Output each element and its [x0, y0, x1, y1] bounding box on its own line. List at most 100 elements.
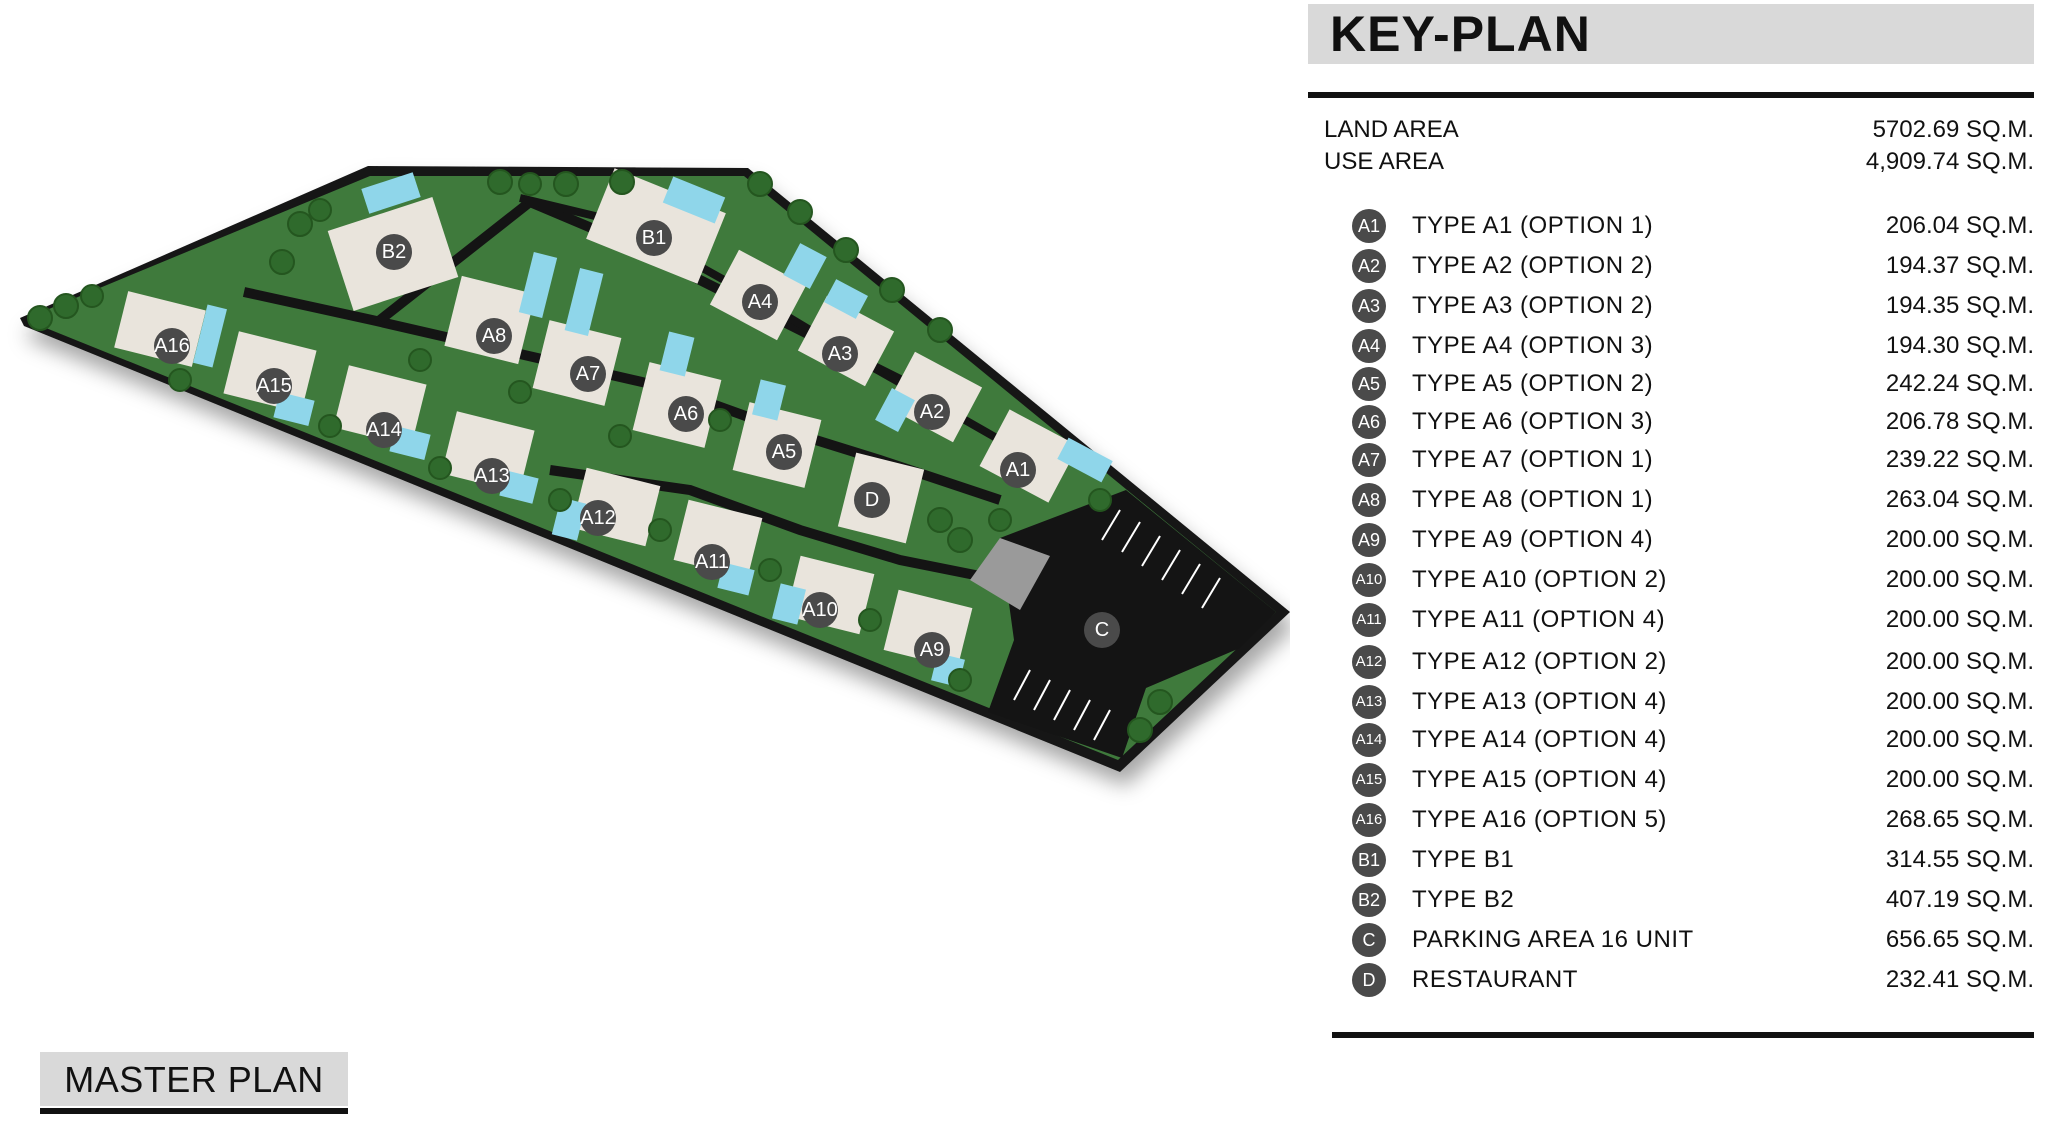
unit-area: 200.00 SQ.M.: [1885, 726, 2034, 753]
map-marker-label: A14: [366, 419, 402, 441]
unit-row-a9: A9 TYPE A9 (OPTION 4) 200.00 SQ.M.: [1352, 520, 2034, 560]
map-marker-label: A7: [576, 363, 600, 385]
map-marker-a11[interactable]: A11: [694, 544, 730, 580]
unit-name: TYPE A4 (OPTION 3): [1412, 332, 1654, 359]
unit-badge: A16: [1352, 803, 1386, 837]
land-area-row: LAND AREA 5702.69 SQ.M.: [1324, 114, 2034, 146]
unit-row-a4: A4 TYPE A4 (OPTION 3) 194.30 SQ.M.: [1352, 326, 2034, 366]
unit-area: 314.55 SQ.M.: [1885, 846, 2034, 873]
map-marker-b1[interactable]: B1: [636, 220, 672, 256]
parking-ramp: [970, 538, 1050, 610]
unit-badge: A7: [1352, 443, 1386, 477]
map-marker-d[interactable]: D: [854, 482, 890, 518]
unit-row-a15: A15 TYPE A15 (OPTION 4) 200.00 SQ.M.: [1352, 760, 2034, 800]
land-area-value: 5702.69 SQ.M.: [1872, 116, 2034, 143]
map-marker-a2[interactable]: A2: [914, 394, 950, 430]
unit-area: 242.24 SQ.M.: [1885, 370, 2034, 397]
unit-badge: C: [1352, 923, 1386, 957]
unit-badge: A6: [1352, 405, 1386, 439]
unit-name: TYPE A13 (OPTION 4): [1412, 688, 1667, 715]
unit-badge: A8: [1352, 483, 1386, 517]
unit-badge: A4: [1352, 329, 1386, 363]
unit-area: 239.22 SQ.M.: [1885, 446, 2034, 473]
map-marker-a13[interactable]: A13: [474, 458, 510, 494]
map-marker-label: A5: [772, 441, 796, 463]
unit-badge: A15: [1352, 763, 1386, 797]
unit-area: 200.00 SQ.M.: [1885, 526, 2034, 553]
map-marker-label: A10: [802, 599, 838, 621]
map-marker-a16[interactable]: A16: [154, 328, 190, 364]
unit-badge: A9: [1352, 523, 1386, 557]
unit-name: PARKING AREA 16 UNIT: [1412, 926, 1694, 953]
map-marker-label: A15: [256, 375, 292, 397]
unit-name: TYPE B2: [1412, 886, 1515, 913]
map-marker-a5[interactable]: A5: [766, 434, 802, 470]
map-marker-a15[interactable]: A15: [256, 368, 292, 404]
map-marker-label: A3: [828, 343, 852, 365]
use-area-label: USE AREA: [1324, 148, 1445, 175]
land-area-label: LAND AREA: [1324, 116, 1459, 143]
map-marker-a7[interactable]: A7: [570, 356, 606, 392]
map-marker-c[interactable]: C: [1084, 612, 1120, 648]
map-marker-a6[interactable]: A6: [668, 396, 704, 432]
map-marker-a3[interactable]: A3: [822, 336, 858, 372]
map-marker-a12[interactable]: A12: [580, 500, 616, 536]
key-plan-title: KEY-PLAN: [1308, 4, 2034, 64]
unit-area: 200.00 SQ.M.: [1885, 648, 2034, 675]
unit-badge: A1: [1352, 209, 1386, 243]
map-marker-label: A9: [920, 639, 944, 661]
map-marker-label: B2: [382, 241, 406, 263]
unit-name: TYPE A15 (OPTION 4): [1412, 766, 1667, 793]
unit-area: 268.65 SQ.M.: [1885, 806, 2034, 833]
map-marker-a14[interactable]: A14: [366, 412, 402, 448]
unit-area: 206.04 SQ.M.: [1885, 212, 2034, 239]
unit-badge: A10: [1352, 563, 1386, 597]
trees: [27, 169, 1173, 743]
unit-badge: A11: [1352, 603, 1386, 637]
unit-area: 407.19 SQ.M.: [1885, 886, 2034, 913]
unit-area: 200.00 SQ.M.: [1885, 766, 2034, 793]
map-marker-a1[interactable]: A1: [1000, 452, 1036, 488]
use-area-row: USE AREA 4,909.74 SQ.M.: [1324, 146, 2034, 178]
unit-badge: A12: [1352, 645, 1386, 679]
unit-badge: B1: [1352, 843, 1386, 877]
unit-name: TYPE A9 (OPTION 4): [1412, 526, 1654, 553]
use-area-value: 4,909.74 SQ.M.: [1865, 148, 2034, 175]
map-marker-label: A2: [920, 401, 944, 423]
map-marker-label: D: [865, 489, 879, 511]
unit-area: 232.41 SQ.M.: [1885, 966, 2034, 993]
map-marker-label: C: [1095, 619, 1109, 641]
unit-name: TYPE A1 (OPTION 1): [1412, 212, 1654, 239]
map-marker-a4[interactable]: A4: [742, 284, 778, 320]
map-marker-b2[interactable]: B2: [376, 234, 412, 270]
map-marker-label: B1: [642, 227, 666, 249]
unit-area: 656.65 SQ.M.: [1885, 926, 2034, 953]
map-marker-label: A1: [1006, 459, 1030, 481]
divider: [1308, 92, 2034, 98]
unit-area: 194.35 SQ.M.: [1885, 292, 2034, 319]
unit-badge: A13: [1352, 685, 1386, 719]
map-marker-label: A6: [674, 403, 698, 425]
unit-name: RESTAURANT: [1412, 966, 1578, 993]
map-marker-label: A13: [474, 465, 510, 487]
parking-area: [988, 490, 1276, 758]
map-marker-a8[interactable]: A8: [476, 318, 512, 354]
unit-name: TYPE A2 (OPTION 2): [1412, 252, 1654, 279]
unit-area: 194.30 SQ.M.: [1885, 332, 2034, 359]
map-marker-a9[interactable]: A9: [914, 632, 950, 668]
map-marker-a10[interactable]: A10: [802, 592, 838, 628]
divider: [1332, 1032, 2034, 1038]
unit-area: 200.00 SQ.M.: [1885, 606, 2034, 633]
unit-badge: A2: [1352, 249, 1386, 283]
